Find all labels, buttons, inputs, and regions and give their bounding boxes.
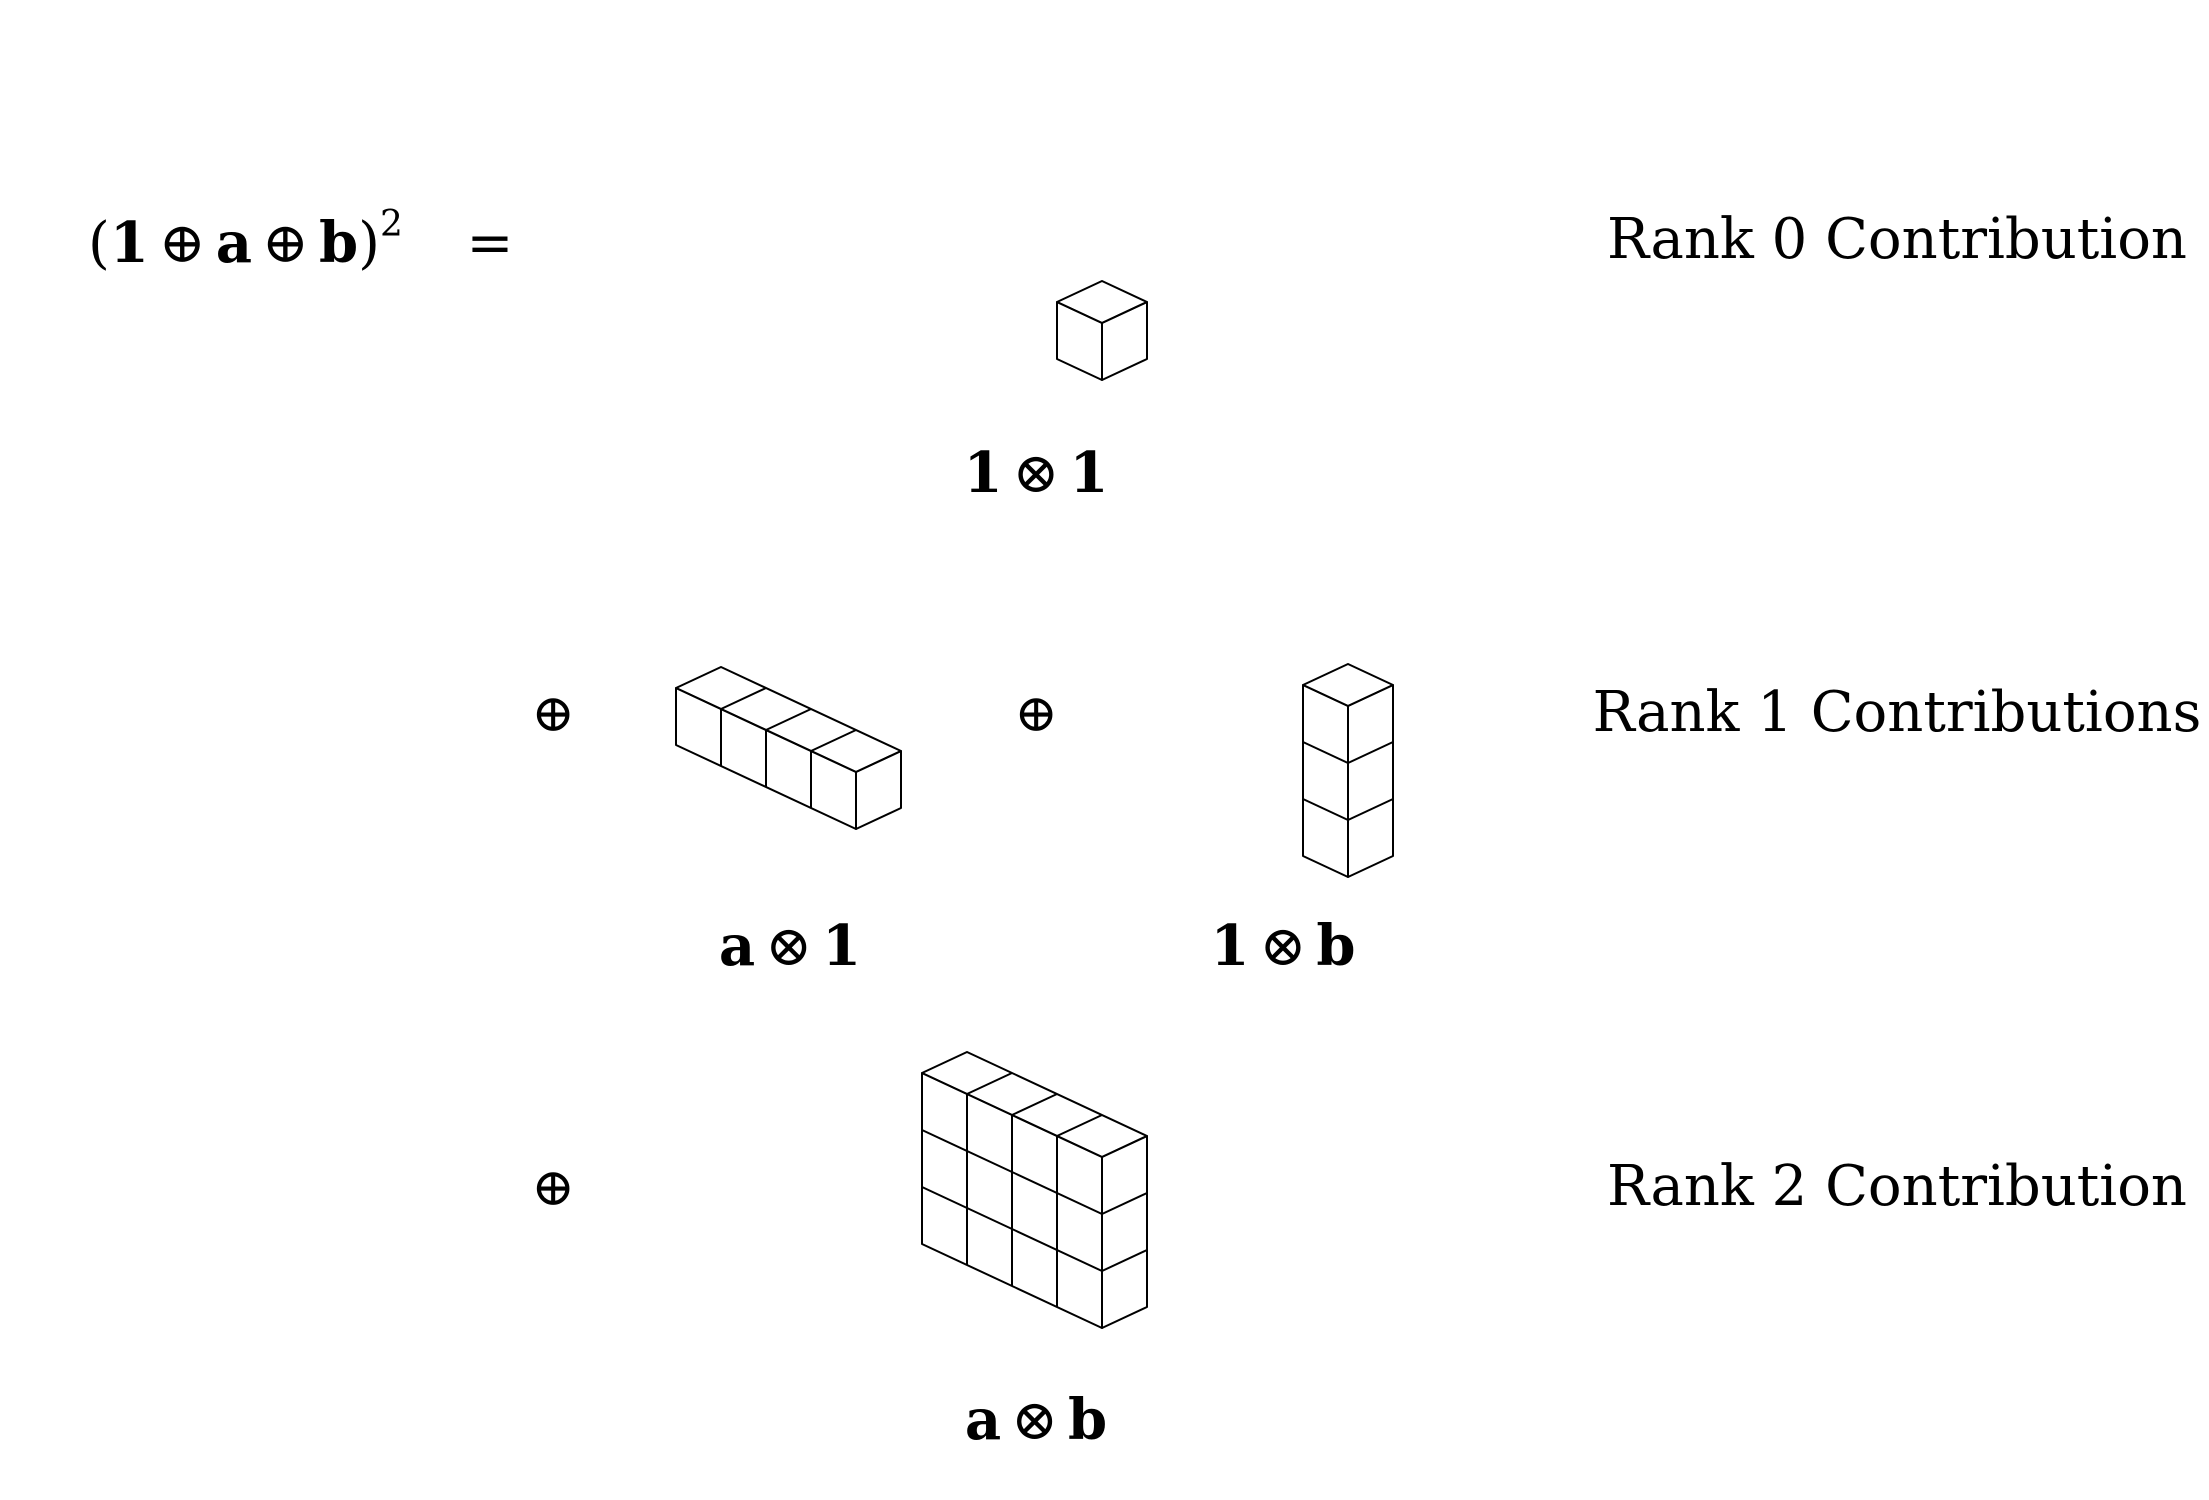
- cube-edge: [675, 666, 902, 773]
- cube-edge: [1101, 1192, 1148, 1215]
- term-label-1-otimes-b: 1⊗b: [1210, 913, 1355, 979]
- cube-edge: [1101, 301, 1148, 381]
- term-label-a-otimes-1: a⊗1: [719, 913, 861, 979]
- cube-edge: [855, 750, 902, 830]
- block-1-otimes-b: [1302, 663, 1394, 878]
- cube-edge: [1302, 798, 1349, 821]
- cube-edge: [1011, 1093, 1058, 1116]
- cube-edge: [1302, 741, 1349, 764]
- oplus-operator-rank1-left: ⊕: [531, 684, 575, 744]
- cube-edge: [921, 1051, 1148, 1158]
- term-label-a-otimes-b: a⊗b: [965, 1387, 1107, 1453]
- cube-edge: [1302, 663, 1394, 707]
- cube-edge: [1056, 280, 1148, 324]
- block-1-otimes-1: [1056, 280, 1148, 381]
- cube-edge: [810, 729, 857, 752]
- cube-edge: [1101, 1249, 1148, 1272]
- oplus-operator-rank1-middle: ⊕: [1014, 684, 1058, 744]
- cube-edge: [1347, 684, 1394, 878]
- cube-edge: [966, 1072, 1013, 1095]
- equation-lhs: (1⊕a⊕b)2: [88, 204, 403, 276]
- equals-sign: =: [467, 211, 514, 276]
- cube-edge: [765, 708, 812, 731]
- cube-edge: [720, 687, 767, 710]
- cube-edge: [1056, 301, 1103, 381]
- block-a-otimes-b: [921, 1051, 1148, 1329]
- cube-edge: [921, 1129, 1103, 1215]
- rank-1-label: Rank 1 Contributions: [1593, 680, 2202, 745]
- cube-edge: [1347, 798, 1394, 821]
- term-label-1-otimes-1: 1⊗1: [964, 440, 1109, 506]
- cube-edge: [1302, 684, 1349, 878]
- rank-2-label: Rank 2 Contribution: [1607, 1154, 2187, 1219]
- oplus-operator-rank2: ⊕: [531, 1158, 575, 1218]
- cube-edge: [1056, 1114, 1103, 1137]
- rank-0-label: Rank 0 Contribution: [1607, 207, 2187, 272]
- cube-edge: [921, 1186, 1103, 1272]
- block-a-otimes-1: [675, 666, 902, 830]
- cube-edge: [1101, 1135, 1148, 1329]
- cube-edge: [1347, 741, 1394, 764]
